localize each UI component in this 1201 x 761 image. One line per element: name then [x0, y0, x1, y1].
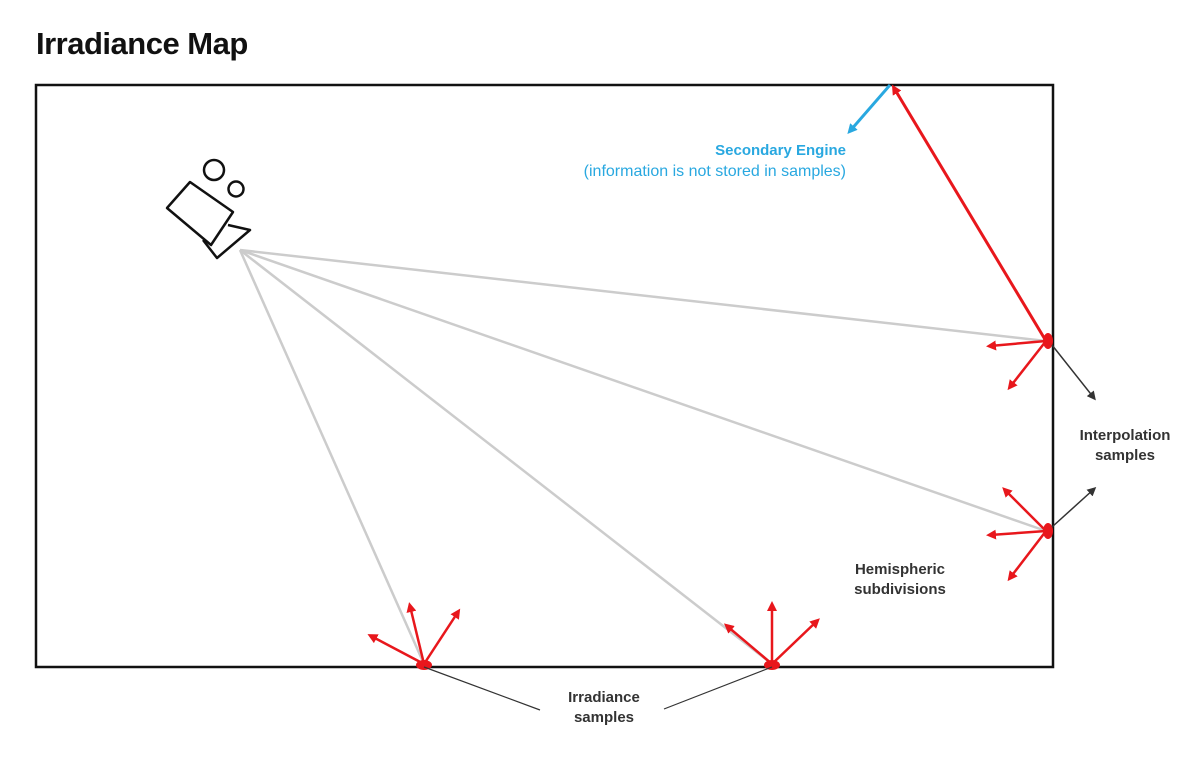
irradiance-label-line1: Irradiance — [568, 689, 640, 706]
secondary-engine-label: Secondary Engine (information is not sto… — [500, 140, 846, 182]
ray-to-bottom-left-sample — [238, 249, 426, 665]
irradiance-label-line2: samples — [573, 709, 635, 726]
scene-frame — [34, 83, 1055, 669]
irradiance-sample-left — [367, 602, 461, 670]
interpolation-sample-upper — [986, 333, 1053, 391]
secondary-bounce-ray — [891, 84, 1048, 342]
interpolation-label-line1: Interpolation — [1079, 427, 1171, 444]
interpolation-label-line2: samples — [1094, 447, 1156, 464]
hemispheric-label-line1: Hemispheric — [854, 561, 946, 578]
camera-rays — [238, 248, 1047, 665]
camera-icon — [165, 158, 252, 260]
irradiance-samples-label: Irradiance samples — [544, 688, 664, 728]
secondary-engine-arrow — [847, 84, 892, 135]
ray-to-right-lower-sample — [239, 248, 1047, 533]
page-title: Irradiance Map — [36, 26, 248, 61]
ray-to-bottom-right-sample — [239, 249, 773, 665]
interpolation-sample-lower — [986, 487, 1053, 582]
ray-to-right-upper-sample — [239, 248, 1047, 343]
irradiance-leaders — [423, 666, 773, 711]
secondary-engine-note: (information is not stored in samples) — [583, 163, 846, 180]
interpolation-samples-label: Interpolation samples — [1064, 426, 1186, 466]
secondary-engine-title: Secondary Engine — [715, 142, 846, 159]
hemispheric-label-line2: subdivisions — [854, 581, 946, 598]
interpolation-leaders — [1051, 344, 1097, 528]
hemispheric-subdivisions-label: Hemispheric subdivisions — [838, 560, 962, 600]
irradiance-sample-right — [723, 601, 820, 670]
